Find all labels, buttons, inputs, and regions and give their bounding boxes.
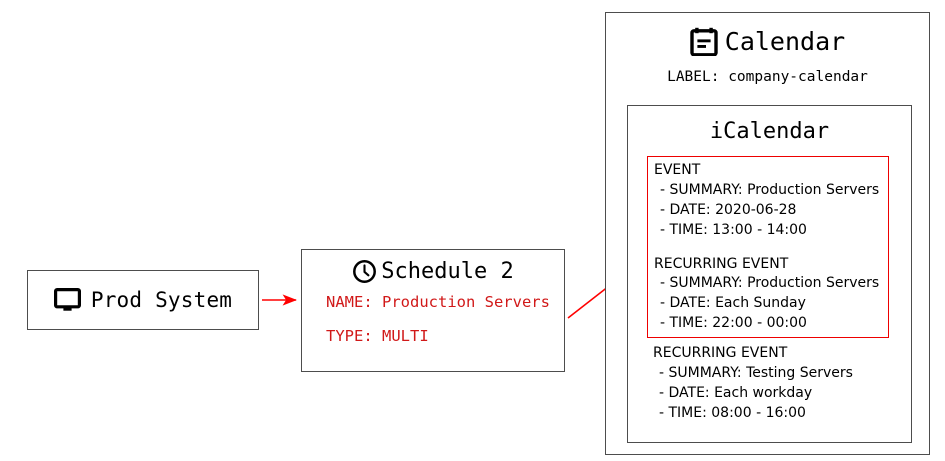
prod-system-title: Prod System (53, 288, 233, 312)
event-date: - DATE: Each workday (659, 384, 813, 401)
calendar-label: Calendar (724, 27, 846, 56)
event-block: RECURRING EVENT - SUMMARY: Production Se… (648, 255, 888, 335)
calendar-label-attribute: LABEL: company-calendar (667, 69, 868, 85)
schedule-attribute-type: TYPE: MULTI (326, 326, 429, 345)
calendar-title: Calendar (606, 27, 929, 56)
event-date: - DATE: Each Sunday (660, 295, 806, 312)
monitor-icon (53, 288, 81, 312)
schedule-title: Schedule 2 (302, 259, 564, 284)
other-events-group: RECURRING EVENT - SUMMARY: Testing Serve… (647, 344, 897, 424)
highlighted-events-group[interactable]: EVENT - SUMMARY: Production Servers - DA… (647, 156, 889, 338)
event-block: EVENT - SUMMARY: Production Servers - DA… (648, 161, 888, 241)
event-block: RECURRING EVENT - SUMMARY: Testing Serve… (647, 344, 897, 424)
event-heading: EVENT (654, 162, 701, 178)
node-calendar[interactable]: Calendar LABEL: company-calendar iCalend… (605, 12, 930, 455)
schedule-label: Schedule 2 (381, 259, 514, 284)
node-icalendar[interactable]: iCalendar EVENT - SUMMARY: Production Se… (627, 105, 912, 443)
event-heading: RECURRING EVENT (654, 255, 789, 272)
node-prod-system[interactable]: Prod System (27, 270, 259, 330)
event-heading: RECURRING EVENT (653, 345, 788, 361)
event-date: - DATE: 2020-06-28 (660, 201, 797, 218)
schedule-attributes: NAME: Production Servers TYPE: MULTI (302, 293, 564, 345)
node-schedule[interactable]: Schedule 2 NAME: Production Servers TYPE… (301, 249, 565, 372)
clock-icon (352, 259, 377, 284)
schedule-attribute-name: NAME: Production Servers (326, 293, 550, 311)
prod-system-label: Prod System (90, 288, 233, 312)
event-time: - TIME: 22:00 - 00:00 (660, 315, 807, 332)
event-summary: - SUMMARY: Testing Servers (659, 364, 853, 381)
event-time: - TIME: 08:00 - 16:00 (659, 404, 806, 421)
calendar-icon (690, 27, 718, 56)
event-time: - TIME: 13:00 - 14:00 (660, 221, 807, 238)
event-summary: - SUMMARY: Production Servers (660, 275, 880, 292)
event-summary: - SUMMARY: Production Servers (660, 181, 880, 198)
icalendar-title: iCalendar (709, 119, 830, 144)
